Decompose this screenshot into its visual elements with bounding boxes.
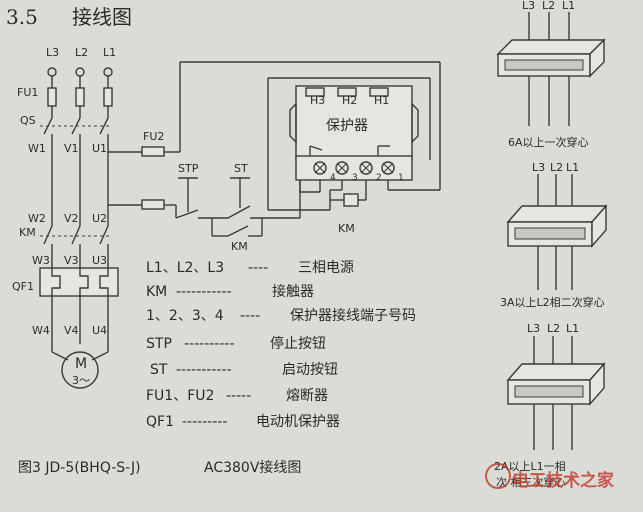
motor-m-label: M	[75, 356, 87, 372]
ct-top-label-l3: L3	[522, 0, 535, 12]
fu2-fuse-top	[108, 61, 441, 191]
legend-key: QF1	[146, 414, 174, 430]
phase-label-l3: L3	[46, 46, 59, 59]
v3-label: V3	[64, 254, 79, 267]
phase-label-l1: L1	[103, 46, 116, 59]
watermark-logo: 电工技术之家	[485, 463, 614, 491]
protector-h2: H2	[342, 94, 357, 107]
legend-desc: 停止按钮	[270, 335, 326, 352]
legend-key: FU1、FU2	[146, 388, 214, 404]
fu1-label: FU1	[17, 86, 38, 99]
legend-dash: ----	[240, 308, 260, 324]
section-number: 3.5	[6, 5, 38, 29]
km-coil	[330, 193, 366, 207]
ct-top-label-l1: L1	[562, 0, 575, 12]
figure-title: AC380V接线图	[204, 459, 301, 476]
v2-label: V2	[64, 212, 79, 225]
legend-desc: 接触器	[272, 283, 314, 300]
legend-desc: 三相电源	[298, 260, 354, 276]
legend-desc: 保护器接线端子号码	[290, 307, 416, 324]
v1-label: V1	[64, 142, 79, 155]
ct-caption-2: 3A以上L2相二次穿心	[500, 295, 605, 309]
supply-terminals	[47, 67, 113, 77]
ct-bottom-block: L3 L2 L1	[506, 322, 606, 450]
motor-3phase-label: 3～	[72, 374, 90, 387]
u1-label: U1	[92, 142, 107, 155]
st-label: ST	[234, 162, 248, 175]
w2-label: W2	[28, 212, 46, 225]
protector-device	[267, 77, 431, 211]
protector-terminal-3: 3	[352, 173, 358, 183]
w3-label: W3	[32, 254, 50, 267]
legend: L1、L2、L3 ---- 三相电源 KM ----------- 接触器 1、…	[146, 260, 416, 430]
ct-bot-label-l1: L1	[566, 322, 579, 335]
watermark-text: 电工技术之家	[512, 470, 614, 491]
protector-terminal-4: 4	[330, 173, 336, 183]
u4-label: U4	[92, 324, 107, 337]
control-buttons	[175, 177, 301, 237]
w4-label: W4	[32, 324, 50, 337]
km-main-contacts	[40, 214, 112, 268]
legend-dash: -----	[226, 388, 251, 404]
ct-bot-label-l2: L2	[547, 322, 560, 335]
legend-dash: -----------	[176, 284, 232, 300]
legend-desc: 启动按钮	[282, 362, 338, 378]
km-main-label: KM	[19, 226, 36, 239]
protector-terminal-1: 1	[398, 173, 404, 183]
legend-dash: -----------	[176, 362, 232, 378]
qs-label: QS	[20, 114, 36, 127]
u2-label: U2	[92, 212, 107, 225]
ct-top-block: L3 L2 L1	[496, 0, 606, 126]
ct-middle-block: L3 L2 L1	[506, 161, 608, 290]
legend-desc: 熔断器	[286, 388, 328, 404]
ct-top-label-l2: L2	[542, 0, 555, 12]
section-title: 接线图	[72, 5, 132, 29]
fu2-fuse-bottom	[108, 199, 176, 210]
qf1-breaker	[39, 267, 119, 361]
legend-dash: ----	[248, 260, 268, 276]
legend-key: L1、L2、L3	[146, 260, 224, 276]
ct-caption-3b: 次 相三次穿心	[496, 475, 566, 489]
km-contact-label: KM	[231, 240, 248, 253]
legend-desc: 电动机保护器	[256, 414, 340, 430]
protector-h1: H1	[374, 94, 389, 107]
legend-dash: ----------	[184, 336, 235, 352]
ct-mid-label-l1: L1	[566, 161, 579, 174]
legend-key: ST	[150, 362, 168, 378]
ct-mid-label-l2: L2	[550, 161, 563, 174]
ct-bot-label-l3: L3	[527, 322, 540, 335]
ct-caption-3: 2A以上L1一相	[494, 460, 566, 473]
fu1-fuses	[47, 76, 113, 118]
motor	[61, 351, 99, 389]
stp-label: STP	[178, 162, 199, 175]
figure-number: 图3 JD-5(BHQ-S-J)	[18, 460, 141, 476]
km-coil-label: KM	[338, 222, 355, 235]
phase-label-l2: L2	[75, 46, 88, 59]
legend-dash: ---------	[182, 414, 227, 430]
w1-label: W1	[28, 142, 46, 155]
ct-caption-1: 6A以上一次穿心	[508, 135, 589, 149]
fu2-label: FU2	[143, 130, 164, 143]
legend-key: KM	[146, 284, 167, 300]
qs-switch	[40, 117, 112, 214]
legend-key: 1、2、3、4	[146, 308, 224, 324]
u3-label: U3	[92, 254, 107, 267]
v4-label: V4	[64, 324, 79, 337]
qf1-label: QF1	[12, 280, 34, 293]
protector-name: 保护器	[326, 118, 368, 134]
protector-h3: H3	[310, 94, 325, 107]
legend-key: STP	[146, 336, 172, 352]
protector-terminal-2: 2	[376, 173, 382, 183]
ct-mid-label-l3: L3	[532, 161, 545, 174]
